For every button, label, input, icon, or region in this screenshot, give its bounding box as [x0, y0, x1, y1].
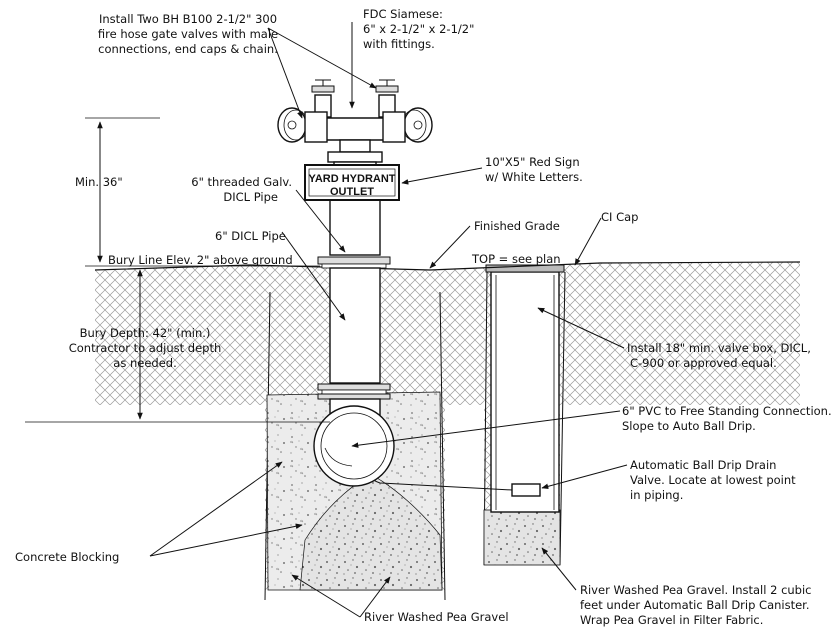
threaded-pipe-label-1: 6" threaded Galv. [191, 175, 292, 189]
dicl-pipe-label: 6" DICL Pipe [215, 229, 286, 243]
min-36-label: Min. 36" [75, 175, 123, 189]
pea-gravel-bottom-label: River Washed Pea Gravel [364, 610, 509, 624]
concrete-blocking-label: Concrete Blocking [15, 550, 119, 564]
pea-gravel-right-label-3: Wrap Pea Gravel in Filter Fabric. [580, 613, 763, 627]
fdc-siamese-label-2: 6" x 2-1/2" x 2-1/2" [363, 22, 474, 36]
finished-grade-label: Finished Grade [474, 219, 560, 233]
ball-drip-label-1: Automatic Ball Drip Drain [630, 458, 776, 472]
sign-text-line-2: OUTLET [330, 186, 374, 198]
valve-box-gravel-zone [483, 509, 561, 566]
ball-drip-valve [511, 483, 541, 497]
valve-box-label-2: C-900 or approved equal. [630, 356, 777, 370]
min-36-dimension [85, 117, 320, 267]
finished-grade-line [94, 261, 801, 271]
top-plan-label: TOP = see plan [471, 252, 561, 266]
yard-hydrant-sign: YARD HYDRANT OUTLET [304, 164, 400, 201]
sign-text-line-1: YARD HYDRANT [309, 173, 396, 185]
valve-box-label-1: Install 18" min. valve box, DICL, [627, 341, 811, 355]
install-valves-label-3: connections, end caps & chain. [98, 42, 278, 56]
red-sign-label-1: 10"X5" Red Sign [485, 155, 580, 169]
bury-depth-label-2: Contractor to adjust depth [69, 341, 222, 355]
pea-gravel-right-label-1: River Washed Pea Gravel. Install 2 cubic [580, 583, 812, 597]
bury-line-label: Bury Line Elev. 2" above ground [108, 253, 293, 267]
bury-depth-label-1: Bury Depth: 42" (min.) [80, 326, 211, 340]
bury-depth-dimension [25, 269, 330, 423]
threaded-pipe-label-2: DICL Pipe [223, 190, 278, 204]
install-valves-label-2: fire hose gate valves with male [98, 27, 278, 41]
install-valves-label-1: Install Two BH B100 2-1/2" 300 [99, 12, 277, 26]
ci-cap-label: CI Cap [601, 210, 638, 224]
ball-drip-label-3: in piping. [630, 488, 683, 502]
fdc-siamese-label-1: FDC Siamese: [363, 7, 443, 21]
ball-drip-label-2: Valve. Locate at lowest point [630, 473, 796, 487]
annotation-text: Install Two BH B100 2-1/2" 300 fire hose… [15, 7, 832, 627]
pvc-connection-label-1: 6" PVC to Free Standing Connection. [622, 404, 832, 418]
red-sign-label-2: w/ White Letters. [485, 170, 583, 184]
fdc-siamese-label-3: with fittings. [363, 37, 435, 51]
bury-depth-label-3: as needed. [113, 356, 176, 370]
leader-lines [149, 22, 628, 618]
pea-gravel-right-label-2: feet under Automatic Ball Drip Canister. [580, 598, 810, 612]
valve-box [485, 264, 565, 513]
pvc-connection-label-2: Slope to Auto Ball Drip. [622, 419, 756, 433]
